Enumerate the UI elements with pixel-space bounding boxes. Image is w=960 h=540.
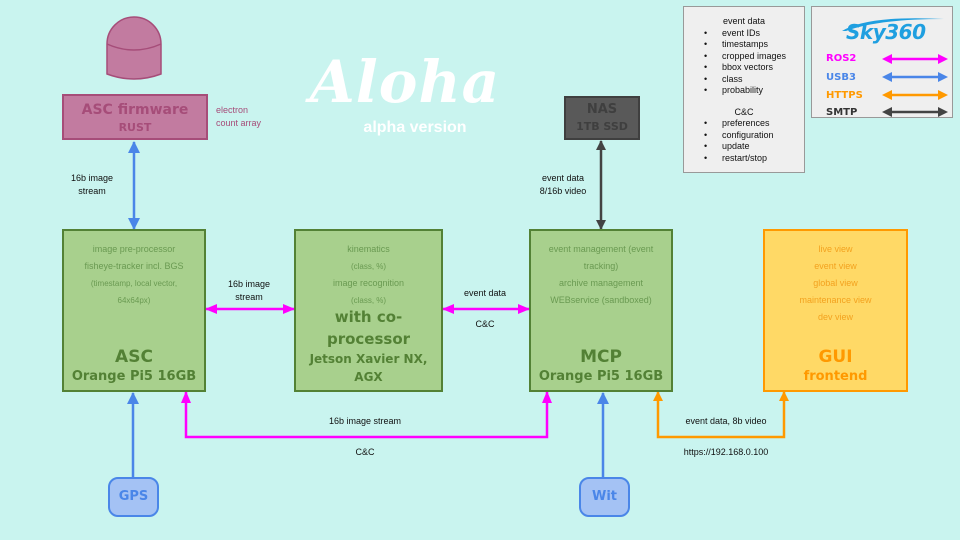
event-data-item: event IDs bbox=[704, 28, 804, 40]
nas-title: NAS bbox=[586, 102, 618, 117]
firmware-subtitle: RUST bbox=[118, 121, 152, 134]
nas-box[interactable]: NAS 1TB SSD bbox=[564, 96, 640, 140]
event-data-item: cropped images bbox=[704, 51, 804, 63]
legend-arrow-https bbox=[882, 90, 948, 100]
coprocessor-line-3: image recognition bbox=[332, 278, 405, 288]
legend-box: Sky360 ROS2 USB3 HTTPS SMTP bbox=[811, 6, 953, 118]
asc-line-2: fisheye-tracker incl. BGS bbox=[84, 261, 184, 271]
label-firmware-asc: 16b image stream bbox=[60, 172, 124, 198]
label-cop-mcp-bottom: C&C bbox=[475, 319, 495, 329]
mcp-box[interactable]: event management (event tracking) archiv… bbox=[529, 229, 673, 392]
legend-arrow-smtp bbox=[882, 107, 948, 117]
coprocessor-line-1: kinematics bbox=[347, 244, 390, 254]
firmware-title: ASC firmware bbox=[81, 102, 189, 118]
mcp-line-2: tracking) bbox=[583, 261, 619, 271]
gui-line-2: event view bbox=[814, 261, 857, 271]
cc-item: update bbox=[704, 141, 804, 153]
wit-node[interactable]: Wit bbox=[579, 477, 630, 517]
label-nas-mcp: event data 8/16b video bbox=[530, 172, 596, 198]
asc-name: ASC bbox=[115, 347, 153, 367]
asc-line-1: image pre-processor bbox=[92, 244, 176, 254]
coprocessor-box[interactable]: kinematics (class, %) image recognition … bbox=[294, 229, 443, 392]
cc-list: preferences configuration update restart… bbox=[684, 118, 804, 164]
label-asc-mcp-top: 16b image stream bbox=[328, 416, 402, 426]
gps-node[interactable]: GPS bbox=[108, 477, 159, 517]
legend-arrows bbox=[882, 54, 948, 117]
label-nas-mcp-line1: event data bbox=[541, 173, 585, 183]
legend-label-smtp: SMTP bbox=[826, 107, 858, 118]
mcp-name: MCP bbox=[580, 347, 622, 367]
mcp-line-1: event management (event bbox=[548, 244, 654, 254]
asc-line-3: (timestamp, local vector, bbox=[90, 279, 178, 288]
label-firmware-asc-line1: 16b image bbox=[70, 173, 114, 183]
gui-line-4: maintenance view bbox=[799, 295, 872, 305]
gui-line-3: global view bbox=[813, 278, 858, 288]
legend-arrow-ros2 bbox=[882, 54, 948, 64]
legend-label-usb3: USB3 bbox=[826, 72, 856, 83]
firmware-note-line1: electron bbox=[216, 105, 249, 115]
mcp-line-3: archive management bbox=[558, 278, 644, 288]
coprocessor-hardware: Jetson Xavier NX, AGX bbox=[309, 352, 428, 384]
gui-line-1: live view bbox=[818, 244, 853, 254]
mcp-hardware: Orange Pi5 16GB bbox=[538, 369, 664, 384]
coprocessor-name: with co-processor bbox=[326, 308, 411, 348]
sky360-logo: Sky360 bbox=[846, 20, 926, 44]
event-data-item: probability bbox=[704, 85, 804, 97]
coprocessor-line-2: (class, %) bbox=[350, 262, 387, 271]
label-mcp-gui-bottom: https://192.168.0.100 bbox=[683, 447, 769, 457]
app-subtitle: alpha version bbox=[363, 119, 467, 136]
app-title: Aloha bbox=[309, 48, 501, 116]
cc-item: configuration bbox=[704, 130, 804, 142]
label-asc-mcp-bottom: C&C bbox=[355, 447, 375, 457]
firmware-note: electron count array bbox=[216, 104, 261, 130]
label-asc-coprocessor-line2: stream bbox=[235, 292, 263, 302]
dome-camera-icon bbox=[106, 16, 162, 80]
event-data-item: bbox vectors bbox=[704, 62, 804, 74]
legend-label-ros2: ROS2 bbox=[826, 53, 857, 64]
event-data-header: event data bbox=[722, 16, 766, 26]
gps-label: GPS bbox=[118, 489, 149, 504]
label-nas-mcp-line2: 8/16b video bbox=[539, 186, 587, 196]
event-data-item: class bbox=[704, 74, 804, 86]
firmware-note-line2: count array bbox=[216, 118, 262, 128]
event-data-item: timestamps bbox=[704, 39, 804, 51]
cc-item: preferences bbox=[704, 118, 804, 130]
gui-box[interactable]: live view event view global view mainten… bbox=[763, 229, 908, 392]
label-firmware-asc-line2: stream bbox=[78, 186, 106, 196]
cc-header: C&C bbox=[734, 106, 754, 117]
logo-swoosh-icon bbox=[842, 18, 944, 31]
asc-line-4: 64x64px) bbox=[117, 296, 151, 305]
mcp-line-4: WEBservice (sandboxed) bbox=[550, 295, 652, 305]
gui-hardware: frontend bbox=[803, 369, 868, 384]
label-asc-coprocessor: 16b image stream bbox=[216, 278, 282, 304]
data-info-box: event data event IDs timestamps cropped … bbox=[683, 6, 805, 173]
label-mcp-gui-top: event data, 8b video bbox=[685, 416, 767, 426]
asc-hardware: Orange Pi5 16GB bbox=[71, 369, 197, 384]
gui-name: GUI bbox=[818, 347, 853, 367]
gui-line-5: dev view bbox=[817, 312, 853, 322]
asc-firmware-box[interactable]: ASC firmware RUST bbox=[62, 94, 208, 140]
wit-label: Wit bbox=[591, 489, 617, 504]
label-cop-mcp-top: event data bbox=[463, 288, 507, 298]
label-asc-coprocessor-line1: 16b image bbox=[227, 279, 271, 289]
legend-arrow-usb3 bbox=[882, 72, 948, 82]
event-data-list: event IDs timestamps cropped images bbox… bbox=[684, 28, 804, 97]
asc-box[interactable]: image pre-processor fisheye-tracker incl… bbox=[62, 229, 206, 392]
coprocessor-line-4: (class, %) bbox=[350, 296, 387, 305]
cc-item: restart/stop bbox=[704, 153, 804, 165]
legend-label-https: HTTPS bbox=[826, 90, 863, 101]
nas-subtitle: 1TB SSD bbox=[576, 120, 628, 133]
